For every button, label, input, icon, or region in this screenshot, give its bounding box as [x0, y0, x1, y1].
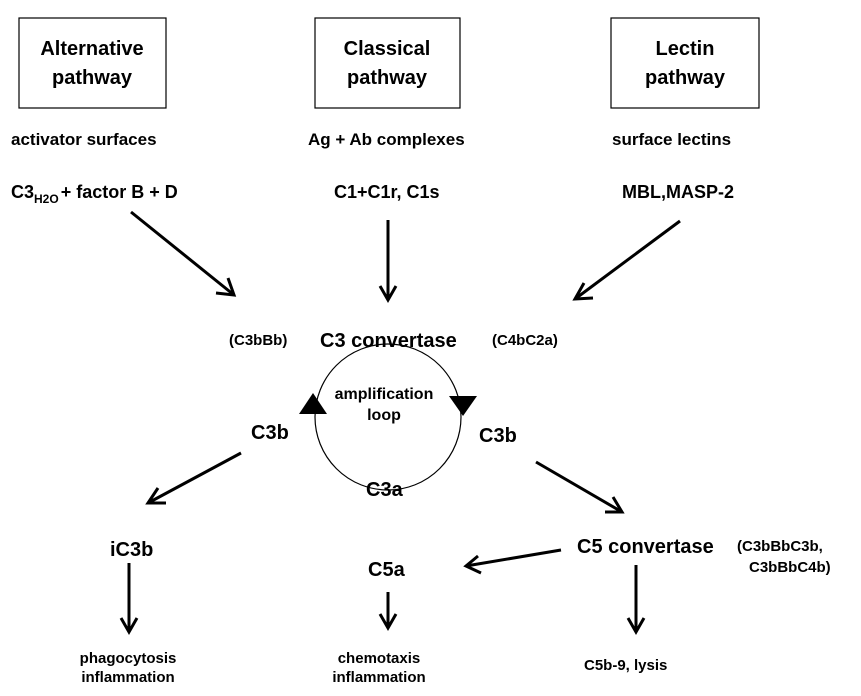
ic3b-label: iC3b [110, 539, 153, 561]
lectin-activator: surface lectins [612, 130, 731, 149]
c5-convertase-label: C5 convertase [577, 536, 714, 558]
loop-down-triangle-icon [449, 396, 477, 416]
arrow-c5-convertase-to-c5a [463, 548, 562, 575]
alternative-pathway-title-line2: pathway [52, 67, 133, 89]
arrow-c3b-to-ic3b [145, 451, 242, 505]
alternative-activator: activator surfaces [11, 130, 157, 149]
arrow-ic3b-to-outcome [119, 563, 139, 636]
alternative-pathway-box: Alternative pathway [18, 17, 167, 109]
classical-activator: Ag + Ab complexes [308, 130, 465, 149]
c3-convertase-label: C3 convertase [320, 330, 457, 352]
c5a-outcome-line1: chemotaxis [338, 650, 421, 667]
c3a-label: C3a [366, 479, 404, 501]
classical-pathway-title-line2: pathway [347, 67, 428, 89]
lectin-pathway-title-line1: Lectin [656, 38, 715, 60]
c3-convertase-alternative-form: (C3bBb) [229, 332, 287, 349]
c5-outcome: C5b-9, lysis [584, 657, 667, 674]
arrow-alternative-to-c3 [130, 210, 237, 297]
amplification-loop: amplification loop [299, 343, 477, 491]
arrow-c3b-to-c5-convertase [535, 460, 625, 514]
alternative-pathway-title-line1: Alternative [40, 38, 143, 60]
c5a-outcome-line2: inflammation [332, 669, 425, 686]
arrow-classical-to-c3 [378, 220, 398, 304]
arrow-c5a-to-outcome [378, 592, 398, 632]
alternative-components-subscript: H2O [34, 192, 59, 206]
lectin-pathway-box: Lectin pathway [610, 17, 760, 109]
ic3b-outcome-line2: inflammation [81, 669, 174, 686]
classical-components: C1+C1r, C1s [334, 182, 440, 202]
c5a-label: C5a [368, 559, 406, 581]
lectin-pathway-title-line2: pathway [645, 67, 726, 89]
amplification-loop-label-line1: amplification [335, 386, 434, 403]
alternative-components: C3H2O+ factor B + D [11, 182, 178, 206]
c5-convertase-form-line1: (C3bBbC3b, [737, 538, 823, 555]
loop-up-triangle-icon [299, 393, 327, 414]
arrow-lectin-to-c3 [572, 219, 681, 301]
c5-convertase-form-line2: C3bBbC4b) [749, 559, 831, 576]
ic3b-outcome-line1: phagocytosis [80, 650, 177, 667]
classical-pathway-box: Classical pathway [314, 17, 461, 109]
alternative-components-prefix: C3 [11, 182, 34, 202]
c3-convertase-classical-form: (C4bC2a) [492, 332, 558, 349]
c3b-left: C3b [251, 422, 289, 444]
arrow-c5-convertase-to-lysis [626, 565, 646, 636]
amplification-loop-label-line2: loop [367, 407, 401, 424]
c3b-right: C3b [479, 425, 517, 447]
classical-pathway-title-line1: Classical [344, 38, 431, 60]
alternative-components-rest: + factor B + D [61, 182, 178, 202]
lectin-components: MBL,MASP-2 [622, 182, 734, 202]
